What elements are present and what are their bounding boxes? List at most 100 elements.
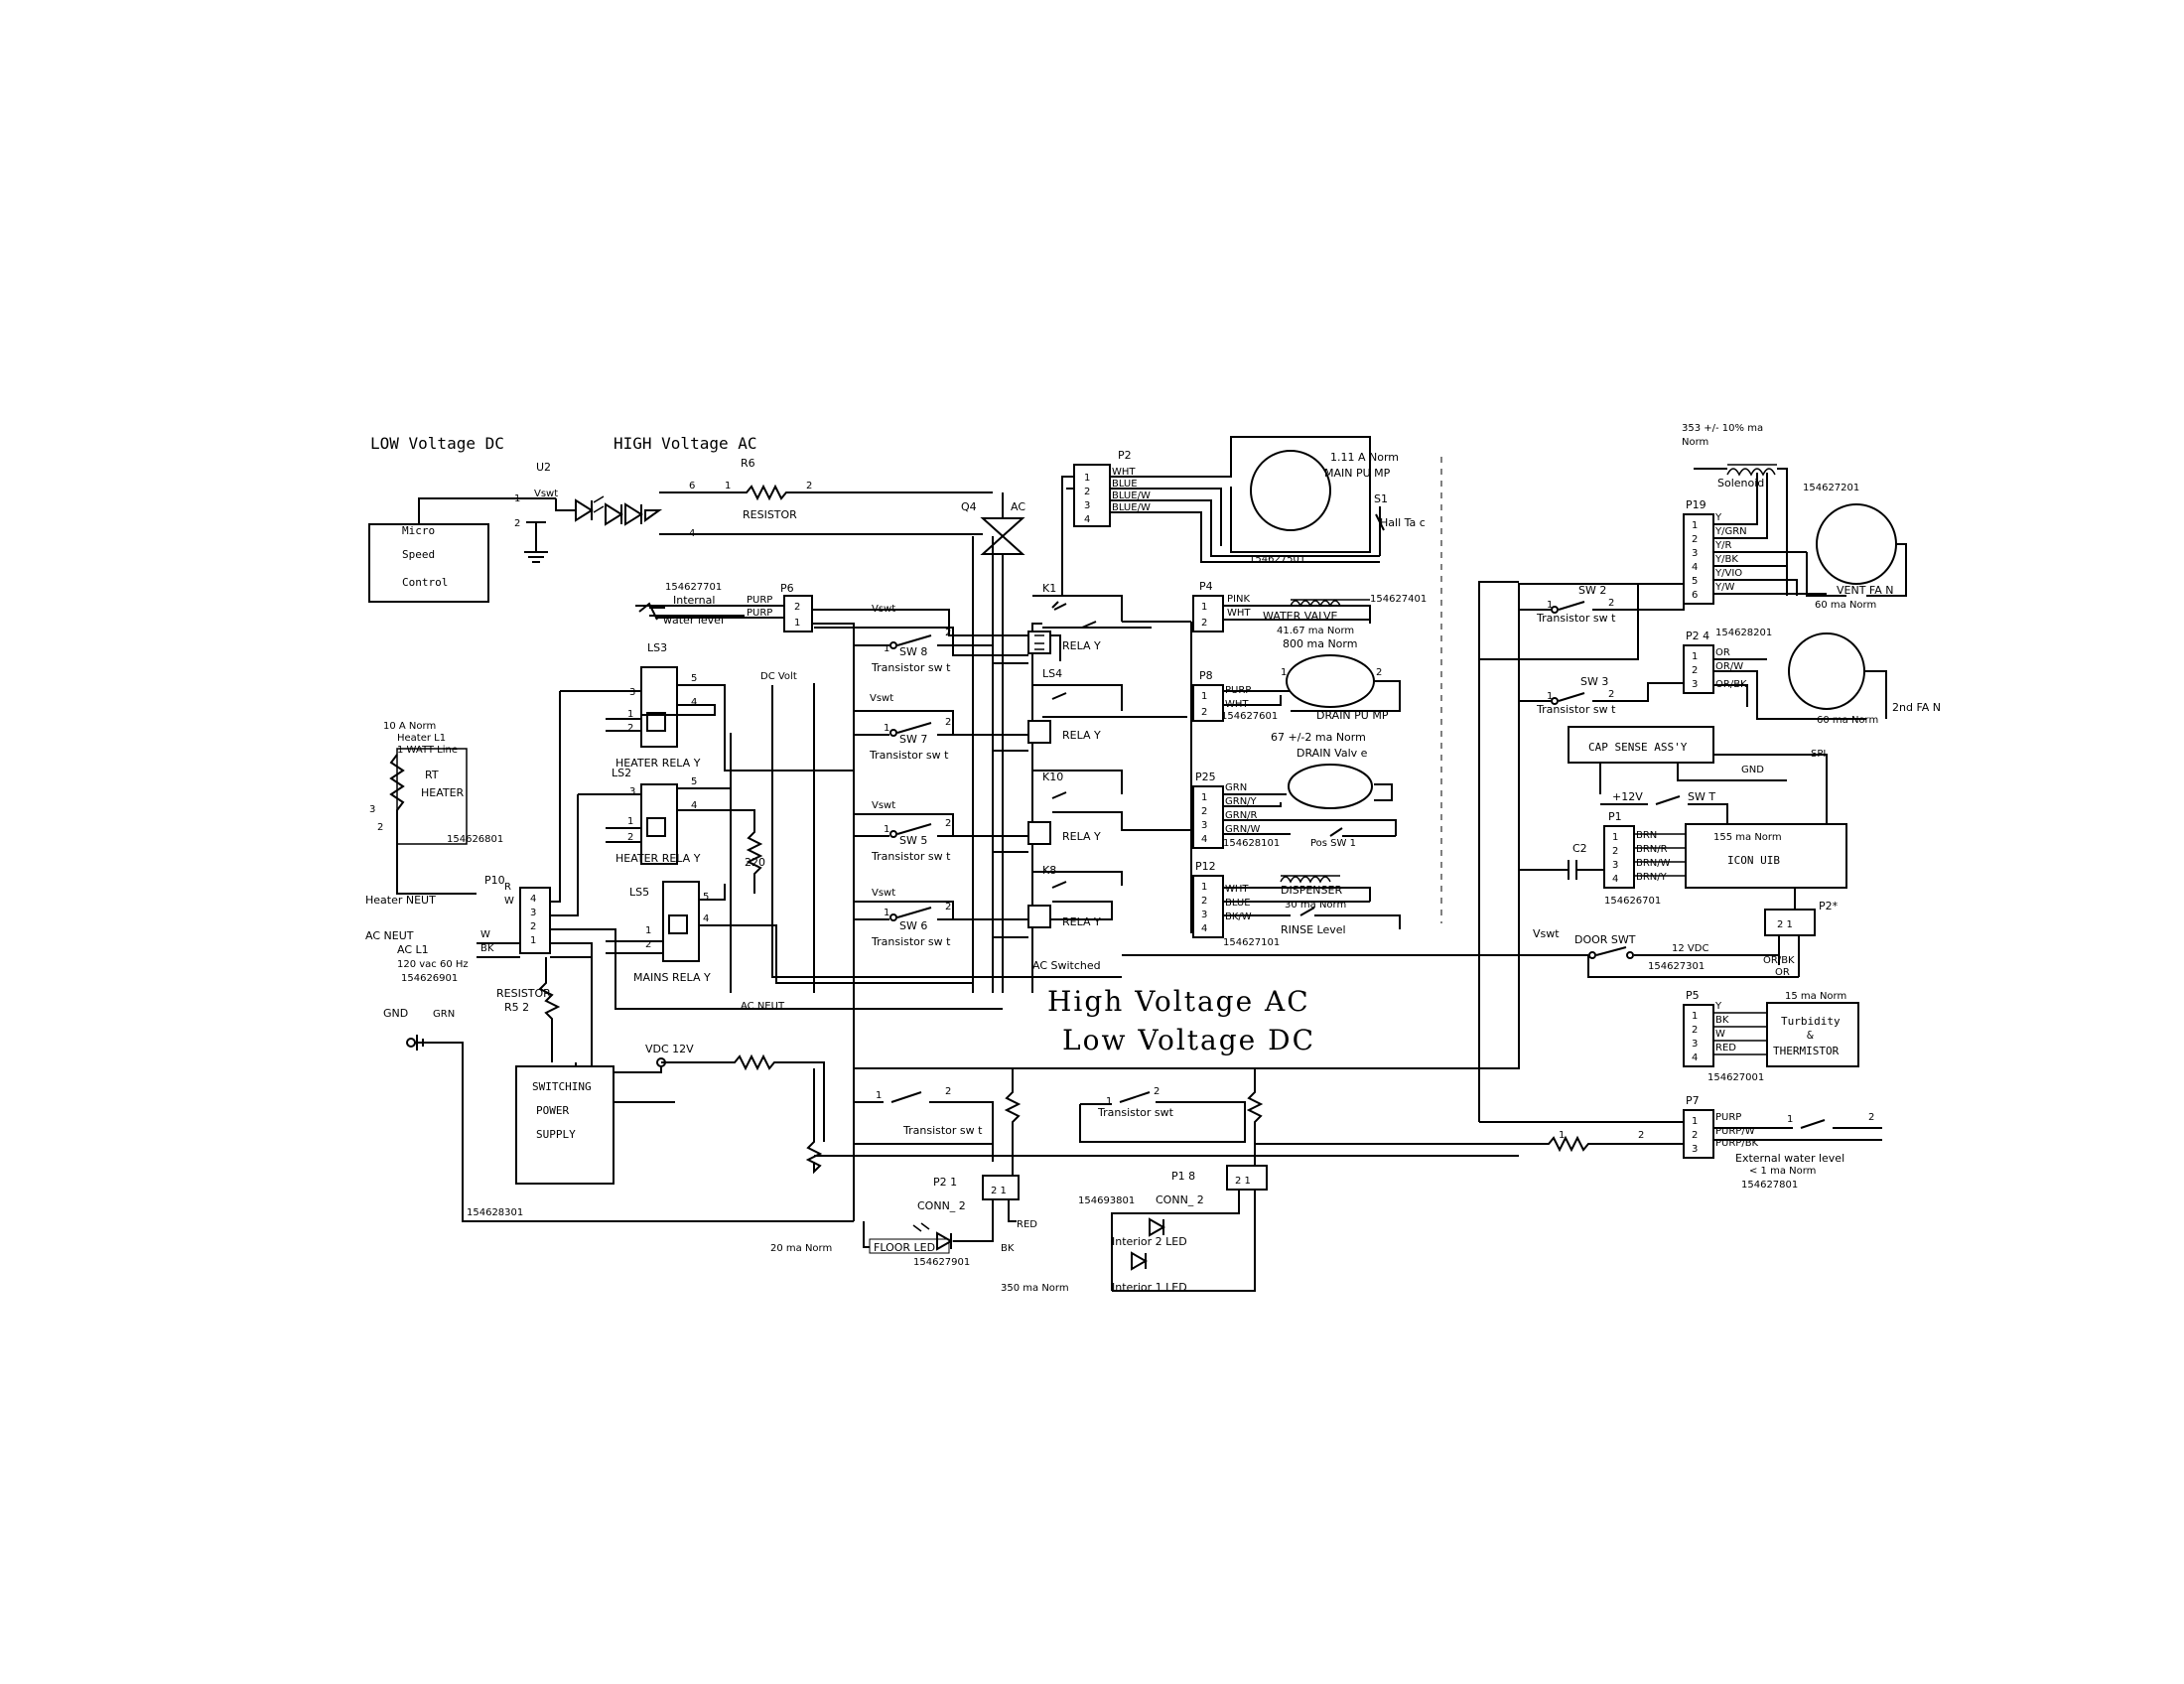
svg-text:41.67 ma Norm: 41.67 ma Norm bbox=[1277, 626, 1354, 636]
svg-text:Hall Ta c: Hall Ta c bbox=[1380, 516, 1426, 529]
svg-text:154627801: 154627801 bbox=[1741, 1180, 1798, 1191]
svg-text:PURP: PURP bbox=[747, 595, 772, 606]
drain-valve-icon bbox=[1288, 764, 1373, 809]
heater-relay-ls3: LS3 3 5 4 1 2 HEATER RELA Y bbox=[560, 641, 854, 772]
svg-text:1: 1 bbox=[884, 723, 889, 734]
svg-text:Turbidity: Turbidity bbox=[1781, 1015, 1841, 1028]
svg-text:BK: BK bbox=[1001, 1243, 1015, 1254]
svg-text:1: 1 bbox=[1084, 473, 1090, 484]
svg-text:1: 1 bbox=[1281, 667, 1287, 678]
svg-text:154627601: 154627601 bbox=[1221, 711, 1278, 722]
water-valve: P4 1 2 PINK WHT WATER VALVE 41.67 ma Nor… bbox=[1192, 580, 1427, 636]
svg-text:HEATER RELA Y: HEATER RELA Y bbox=[615, 757, 701, 770]
svg-text:P2: P2 bbox=[1118, 449, 1132, 462]
svg-text:3: 3 bbox=[1084, 500, 1090, 511]
svg-text:Control: Control bbox=[402, 576, 448, 589]
optocoupler bbox=[555, 495, 663, 526]
svg-text:800 ma Norm: 800 ma Norm bbox=[1283, 637, 1357, 650]
p24-connector: P2 4 1 2 3 OR OR/W OR/BK 154628201 2nd F… bbox=[1683, 628, 1941, 726]
transistor-sw8: Vswt 1 2 SW 8 Transistor sw t bbox=[814, 604, 1028, 674]
svg-text:3: 3 bbox=[629, 786, 635, 797]
svg-text:2: 2 bbox=[530, 921, 536, 932]
vswt-label: Vswt bbox=[534, 489, 558, 499]
svg-text:SW 7: SW 7 bbox=[899, 733, 927, 746]
svg-text:SW 2: SW 2 bbox=[1578, 584, 1606, 597]
svg-text:1: 1 bbox=[645, 925, 651, 936]
svg-text:P2 1: P2 1 bbox=[933, 1176, 957, 1189]
svg-text:154628101: 154628101 bbox=[1223, 838, 1280, 849]
svg-text:2: 2 bbox=[1692, 665, 1698, 676]
svg-text:4: 4 bbox=[1201, 923, 1207, 934]
svg-text:154627301: 154627301 bbox=[1648, 961, 1705, 972]
water-valve-coil-icon bbox=[1290, 599, 1370, 608]
main-pump: P2 1 2 3 4 WHT BLUE BLUE/W BLUE/W 1.11 A… bbox=[1061, 436, 1426, 596]
svg-text:1: 1 bbox=[1787, 1114, 1793, 1125]
svg-text:3: 3 bbox=[1692, 679, 1698, 690]
svg-text:Vswt: Vswt bbox=[872, 888, 895, 899]
svg-text:30 ma Norm: 30 ma Norm bbox=[1285, 900, 1346, 911]
svg-text:2: 2 bbox=[1692, 1130, 1698, 1141]
svg-text:CAP SENSE ASS'Y: CAP SENSE ASS'Y bbox=[1588, 741, 1688, 754]
svg-text:154627001: 154627001 bbox=[1707, 1072, 1764, 1083]
svg-text:Transistor sw t: Transistor sw t bbox=[1536, 612, 1616, 625]
svg-text:BK/W: BK/W bbox=[1225, 912, 1252, 922]
svg-text:2: 2 bbox=[945, 902, 951, 912]
svg-text:2: 2 bbox=[1084, 487, 1090, 497]
main-pump-motor-icon bbox=[1250, 450, 1331, 531]
svg-text:HEATER: HEATER bbox=[421, 786, 465, 799]
capacitor-c2-icon bbox=[1519, 860, 1604, 880]
svg-text:Y/VIO: Y/VIO bbox=[1714, 568, 1742, 579]
svg-text:THERMISTOR: THERMISTOR bbox=[1773, 1045, 1840, 1057]
cap-sense-assembly: CAP SENSE ASS'Y SPI GND bbox=[1568, 726, 1828, 832]
svg-text:BRN/Y: BRN/Y bbox=[1636, 872, 1668, 883]
svg-text:5: 5 bbox=[1692, 576, 1698, 587]
svg-text:P2*: P2* bbox=[1819, 900, 1839, 912]
svg-text:154627401: 154627401 bbox=[1370, 594, 1427, 605]
svg-text:10 A Norm: 10 A Norm bbox=[383, 721, 436, 732]
svg-text:2: 2 bbox=[1638, 1130, 1644, 1141]
svg-text:PURP/W: PURP/W bbox=[1715, 1126, 1755, 1137]
svg-text:R5 2: R5 2 bbox=[504, 1001, 529, 1014]
r6-label: R6 bbox=[741, 457, 755, 470]
svg-text:BRN/R: BRN/R bbox=[1636, 844, 1668, 855]
low-voltage-header: LOW Voltage DC bbox=[370, 434, 504, 453]
svg-text:1: 1 bbox=[1692, 651, 1698, 662]
svg-text:P25: P25 bbox=[1195, 771, 1216, 783]
svg-text:VDC 12V: VDC 12V bbox=[645, 1043, 694, 1055]
svg-text:Y/R: Y/R bbox=[1714, 540, 1731, 551]
svg-text:Transistor sw t: Transistor sw t bbox=[871, 661, 951, 674]
svg-text:2: 2 bbox=[627, 832, 633, 843]
svg-text:P1 8: P1 8 bbox=[1171, 1170, 1195, 1183]
svg-text:OR/BK: OR/BK bbox=[1763, 955, 1795, 966]
svg-text:P1: P1 bbox=[1608, 810, 1622, 823]
interior-led-1-icon bbox=[1131, 1251, 1149, 1271]
svg-text:GRN/R: GRN/R bbox=[1225, 810, 1258, 821]
svg-text:60 ma Norm: 60 ma Norm bbox=[1817, 715, 1878, 726]
svg-text:2: 2 bbox=[1868, 1112, 1874, 1123]
r-external-resistor bbox=[1255, 1135, 1684, 1153]
svg-text:2: 2 bbox=[1201, 896, 1207, 907]
svg-text:6: 6 bbox=[1692, 590, 1698, 601]
svg-text:&: & bbox=[1807, 1029, 1814, 1042]
svg-text:GND: GND bbox=[1741, 765, 1764, 775]
svg-text:AC L1: AC L1 bbox=[397, 943, 429, 956]
heater: 10 A Norm Heater L1 1 WATT Line RT HEATE… bbox=[365, 721, 503, 907]
svg-text:5: 5 bbox=[703, 892, 709, 903]
legend-low-voltage: Low Voltage DC bbox=[1062, 1024, 1315, 1056]
p19-connector: P19 1 2 3 4 5 6 Y Y/GRN Y/R Y/BK Y/VIO Y… bbox=[1683, 473, 1907, 611]
svg-text:154627901: 154627901 bbox=[913, 1257, 970, 1268]
svg-text:4: 4 bbox=[1692, 1052, 1698, 1063]
svg-text:1: 1 bbox=[1692, 1011, 1698, 1022]
svg-text:LS3: LS3 bbox=[647, 641, 667, 654]
drain-valve: 67 +/-2 ma Norm DRAIN Valv e P25 1 2 3 4… bbox=[1192, 731, 1397, 849]
svg-text:OR: OR bbox=[1715, 647, 1730, 658]
svg-text:2: 2 bbox=[945, 1086, 951, 1097]
svg-text:2: 2 bbox=[1154, 1086, 1160, 1097]
transistor-sw3: SW 3 1 2 Transistor sw t bbox=[1519, 675, 1684, 716]
svg-text:RESISTOR: RESISTOR bbox=[496, 987, 551, 1000]
svg-text:Y/W: Y/W bbox=[1714, 582, 1734, 593]
svg-text:RED: RED bbox=[1017, 1219, 1037, 1230]
svg-text:12 VDC: 12 VDC bbox=[1672, 943, 1708, 954]
svg-text:K10: K10 bbox=[1042, 771, 1063, 783]
svg-text:4: 4 bbox=[1201, 834, 1207, 845]
